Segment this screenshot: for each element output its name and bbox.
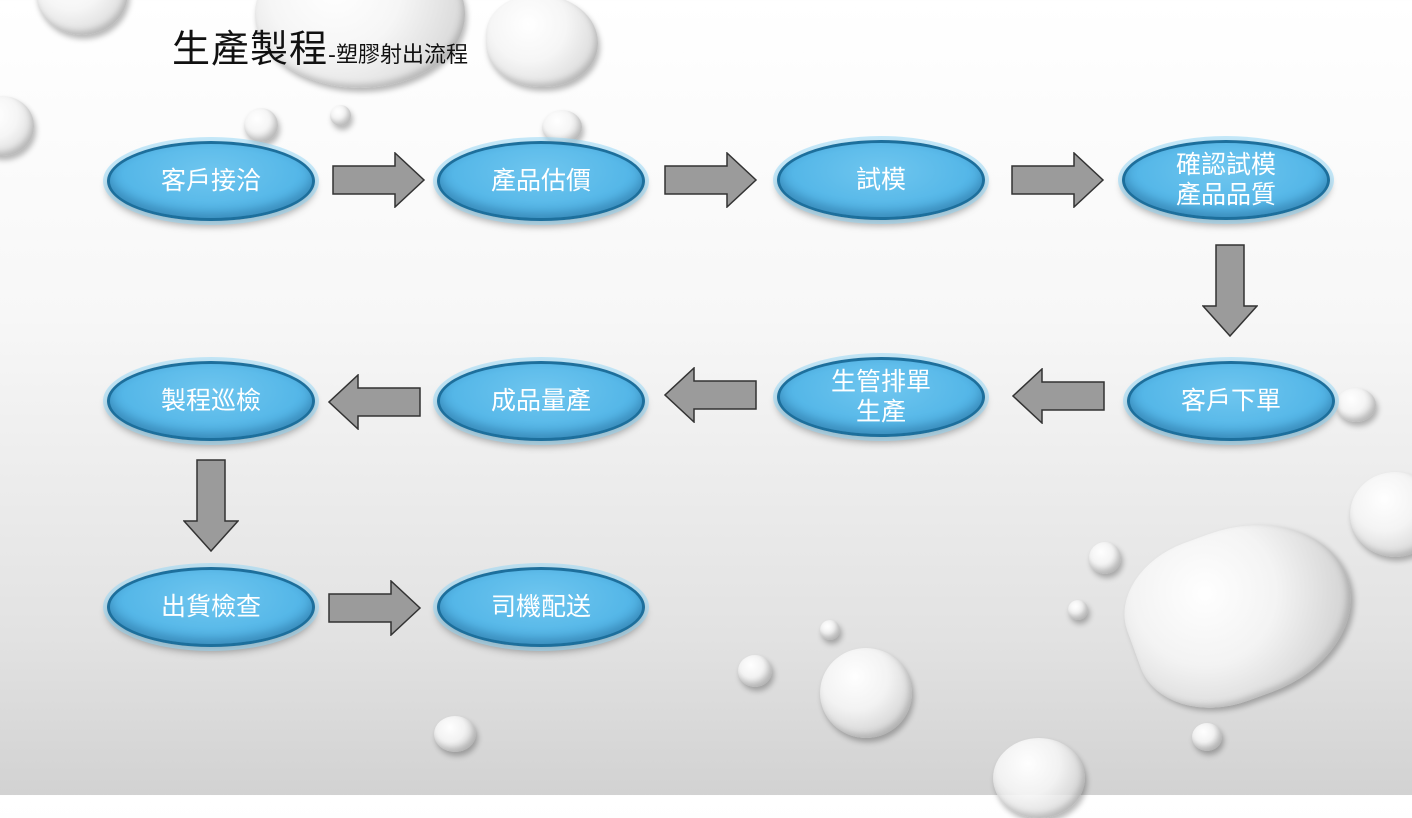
water-drop-decoration <box>1350 472 1412 557</box>
process-node-quotation[interactable]: 產品估價 <box>437 141 645 221</box>
node-label: 生產 <box>855 397 906 426</box>
node-label: 客戶下單 <box>1180 386 1281 415</box>
node-label: 生管排單 <box>830 367 931 396</box>
node-label: 確認試模 <box>1175 150 1276 179</box>
node-label: 成品量產 <box>490 386 591 415</box>
process-node-confirm-quality[interactable]: 確認試模產品品質 <box>1122 140 1330 220</box>
arrow-right-icon <box>1011 152 1105 208</box>
process-node-driver-delivery[interactable]: 司機配送 <box>437 567 645 647</box>
arrow-down-icon <box>1202 244 1258 338</box>
node-label: 產品估價 <box>490 166 591 195</box>
process-node-shipping-inspection[interactable]: 出貨檢查 <box>107 567 315 647</box>
arrow-left-icon <box>664 367 757 423</box>
water-drop-decoration <box>0 96 34 156</box>
page-title: 生產製程-塑膠射出流程 <box>172 18 468 73</box>
water-drop-decoration <box>542 110 582 144</box>
water-drop-decoration <box>820 620 840 640</box>
arrow-right-icon <box>664 152 758 208</box>
water-drop-decoration <box>244 108 278 142</box>
water-drop-decoration <box>820 648 912 738</box>
process-node-customer-order[interactable]: 客戶下單 <box>1127 361 1335 441</box>
arrow-left-icon <box>328 374 421 430</box>
title-main: 生產製程 <box>172 27 329 71</box>
water-drop-decoration <box>1336 388 1376 422</box>
arrow-left-icon <box>1012 368 1105 424</box>
water-drop-decoration <box>434 716 476 752</box>
node-label: 產品品質 <box>1175 180 1276 209</box>
node-label: 試模 <box>855 165 906 194</box>
water-drop-decoration <box>1089 542 1121 574</box>
water-drop-decoration <box>486 0 598 87</box>
water-drop-decoration <box>993 738 1085 818</box>
node-label: 出貨檢查 <box>160 592 261 621</box>
water-drop-decoration <box>1068 600 1088 620</box>
water-drop-decoration <box>738 655 772 687</box>
arrow-right-icon <box>332 152 426 208</box>
process-node-production-scheduling[interactable]: 生管排單生產 <box>777 357 985 437</box>
process-node-process-inspection[interactable]: 製程巡檢 <box>107 361 315 441</box>
water-drop-decoration <box>1105 494 1376 732</box>
water-drop-decoration <box>1192 723 1222 751</box>
water-drop-decoration <box>330 105 351 126</box>
arrow-right-icon <box>328 580 422 636</box>
process-node-trial-mold[interactable]: 試模 <box>777 140 985 220</box>
node-label: 製程巡檢 <box>160 386 261 415</box>
process-node-mass-production[interactable]: 成品量產 <box>437 361 645 441</box>
node-label: 司機配送 <box>490 592 591 621</box>
process-node-customer-contact[interactable]: 客戶接洽 <box>107 141 315 221</box>
arrow-down-icon <box>183 459 239 553</box>
title-subtitle: -塑膠射出流程 <box>328 43 468 68</box>
node-label: 客戶接洽 <box>160 166 261 195</box>
water-drop-decoration <box>36 0 128 35</box>
